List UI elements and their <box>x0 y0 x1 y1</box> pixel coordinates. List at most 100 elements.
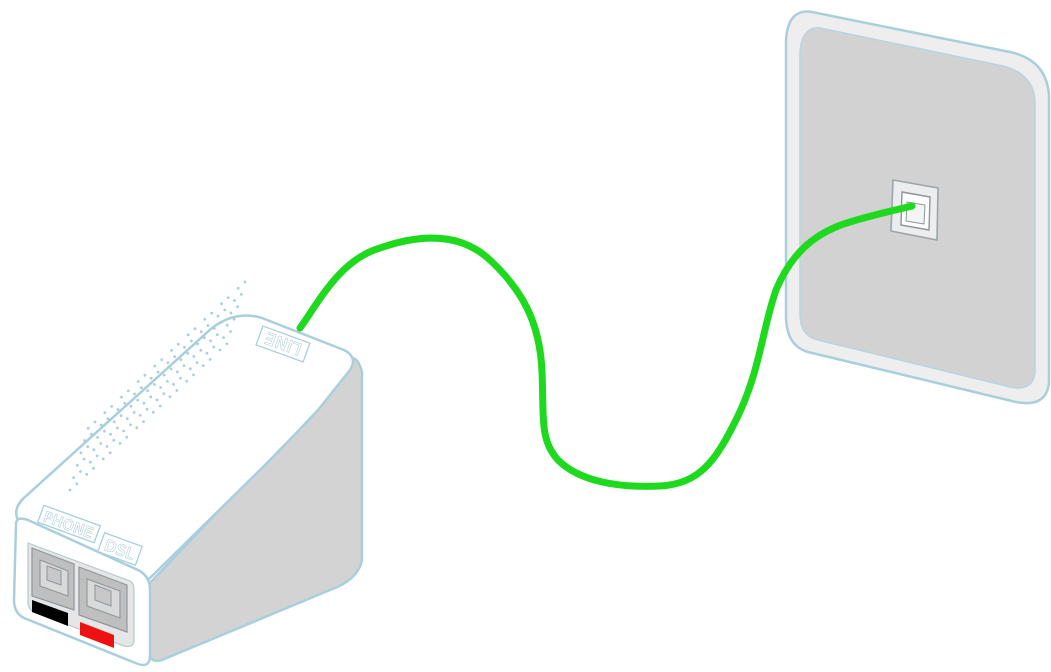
vent-hole <box>196 342 200 346</box>
vent-hole <box>226 296 230 299</box>
vent-hole <box>68 488 72 492</box>
vent-hole <box>86 445 90 449</box>
vent-hole <box>105 445 109 448</box>
vent-hole <box>129 404 133 408</box>
vent-hole <box>160 358 164 362</box>
vent-hole <box>205 351 209 355</box>
vent-hole <box>110 405 114 408</box>
vent-hole <box>179 376 182 380</box>
vent-hole <box>193 327 197 331</box>
vent-hole <box>126 389 130 393</box>
vent-hole <box>99 423 103 427</box>
vent-hole <box>186 352 190 355</box>
vent-hole <box>218 348 222 352</box>
dsl-color-marker <box>80 622 114 648</box>
vent-hole <box>173 355 177 358</box>
vent-hole <box>116 408 120 411</box>
dsl-port-icon <box>78 566 128 633</box>
vent-hole <box>190 339 193 343</box>
vent-hole <box>179 358 183 361</box>
vent-hole <box>85 473 89 476</box>
phone-color-marker <box>32 600 68 626</box>
vent-hole <box>208 358 212 361</box>
vent-hole <box>203 336 206 340</box>
vent-hole <box>229 330 232 333</box>
vent-hole <box>145 407 149 411</box>
vent-hole <box>206 324 210 327</box>
line-cable <box>296 202 916 490</box>
vent-hole <box>155 398 159 402</box>
vent-hole <box>103 429 106 433</box>
vent-hole <box>222 336 226 339</box>
vent-hole <box>88 460 92 464</box>
vent-hole <box>75 482 79 486</box>
vent-hole <box>112 420 116 424</box>
vent-hole <box>203 317 207 321</box>
vent-hole <box>162 373 166 377</box>
vent-hole <box>162 392 166 396</box>
vent-hole <box>120 395 123 399</box>
vent-hole <box>108 451 112 455</box>
vent-hole <box>201 364 205 367</box>
vent-hole <box>175 370 179 374</box>
vent-hole <box>125 435 129 439</box>
vent-hole <box>92 448 96 452</box>
vent-hole <box>79 451 83 455</box>
vent-hole <box>186 333 190 337</box>
vent-hole <box>229 311 233 315</box>
vent-hole <box>151 410 155 414</box>
vent-hole <box>199 330 203 334</box>
vent-hole <box>82 457 86 461</box>
vent-hole <box>233 299 236 302</box>
dsl-splitter: LINE PHONE DSL <box>12 280 364 667</box>
vent-hole <box>153 383 156 386</box>
vent-hole <box>142 401 146 405</box>
vent-hole <box>172 382 176 386</box>
vent-hole <box>83 439 86 442</box>
vent-hole <box>135 426 139 430</box>
vent-hole <box>192 355 196 358</box>
vent-hole <box>142 420 145 423</box>
vent-hole <box>143 373 147 377</box>
vent-hole <box>216 314 220 318</box>
vent-hole <box>153 364 157 368</box>
vent-hole <box>103 411 107 414</box>
vent-hole <box>232 317 236 321</box>
vent-hole <box>92 466 95 470</box>
vent-hole <box>212 327 216 330</box>
vent-hole <box>129 423 132 427</box>
vent-hole <box>223 308 227 312</box>
phone-port-icon <box>31 547 75 611</box>
vent-hole <box>95 454 99 458</box>
vent-hole <box>118 441 122 445</box>
vent-hole <box>170 349 173 352</box>
vent-hole <box>99 442 103 445</box>
vent-hole <box>125 417 129 420</box>
vent-hole <box>79 470 82 473</box>
vent-hole <box>169 367 173 371</box>
vent-hole <box>219 320 223 324</box>
vent-hole <box>122 429 125 433</box>
vent-hole <box>96 436 99 439</box>
vent-hole <box>236 286 240 290</box>
vent-hole <box>199 348 203 352</box>
vent-hole <box>240 293 243 296</box>
vent-hole <box>138 414 142 417</box>
vent-hole <box>75 463 79 467</box>
vent-hole <box>112 438 116 442</box>
vent-hole <box>133 392 136 396</box>
vent-hole <box>158 404 162 408</box>
vent-hole <box>109 432 112 436</box>
vent-hole <box>146 389 150 393</box>
vent-hole <box>136 380 140 383</box>
vent-hole <box>166 379 169 383</box>
vent-hole <box>149 395 153 399</box>
vent-hole <box>225 342 229 346</box>
vent-hole <box>188 367 192 371</box>
wall-plate <box>784 10 1051 405</box>
vent-hole <box>86 426 90 430</box>
vent-hole <box>123 401 127 405</box>
vent-hole <box>192 373 195 377</box>
vent-hole <box>175 389 179 392</box>
